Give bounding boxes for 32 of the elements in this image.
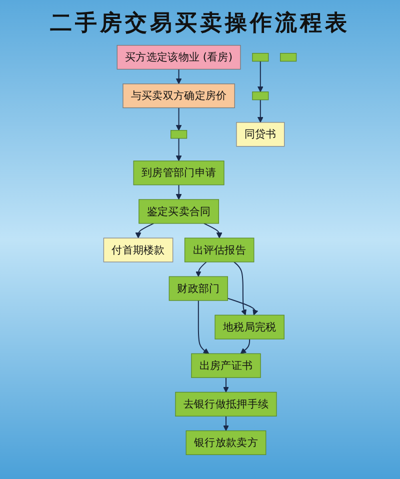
node-box: 地税局完税 <box>214 314 284 340</box>
node-box: 出房产证书 <box>191 353 261 378</box>
node-box: 到房管部门申请 <box>133 160 224 186</box>
arrow <box>198 300 210 354</box>
node-box: 去银行做抵押手续 <box>175 392 277 416</box>
arrow <box>233 261 246 316</box>
arrow <box>257 99 264 123</box>
node-box <box>170 130 188 139</box>
node-box: 与买卖双方确定房价 <box>122 84 235 108</box>
arrow <box>227 298 258 316</box>
arrow <box>176 184 182 200</box>
arrow <box>176 138 182 162</box>
arrow <box>203 222 222 238</box>
arrow <box>176 68 182 84</box>
node-box <box>252 92 269 100</box>
node-box: 财政部门 <box>168 276 228 301</box>
node-box: 银行放款卖方 <box>186 430 266 456</box>
arrow <box>176 107 182 131</box>
node-box: 同贷书 <box>236 122 285 147</box>
node-box <box>252 52 269 62</box>
node-box: 买方选定该物业 (看房) <box>116 44 241 70</box>
node-box: 出评估报告 <box>184 238 254 262</box>
arrow <box>257 60 264 92</box>
node-box <box>280 52 297 62</box>
arrow <box>195 261 207 277</box>
node-box: 鉴定买卖合同 <box>138 199 220 224</box>
arrow <box>223 377 229 392</box>
arrow <box>223 416 229 432</box>
node-box: 付首期楼款 <box>103 238 174 262</box>
diagram-title: 二手房交易买卖操作流程表 <box>49 10 351 38</box>
arrow <box>135 222 154 238</box>
arrow <box>240 338 250 354</box>
